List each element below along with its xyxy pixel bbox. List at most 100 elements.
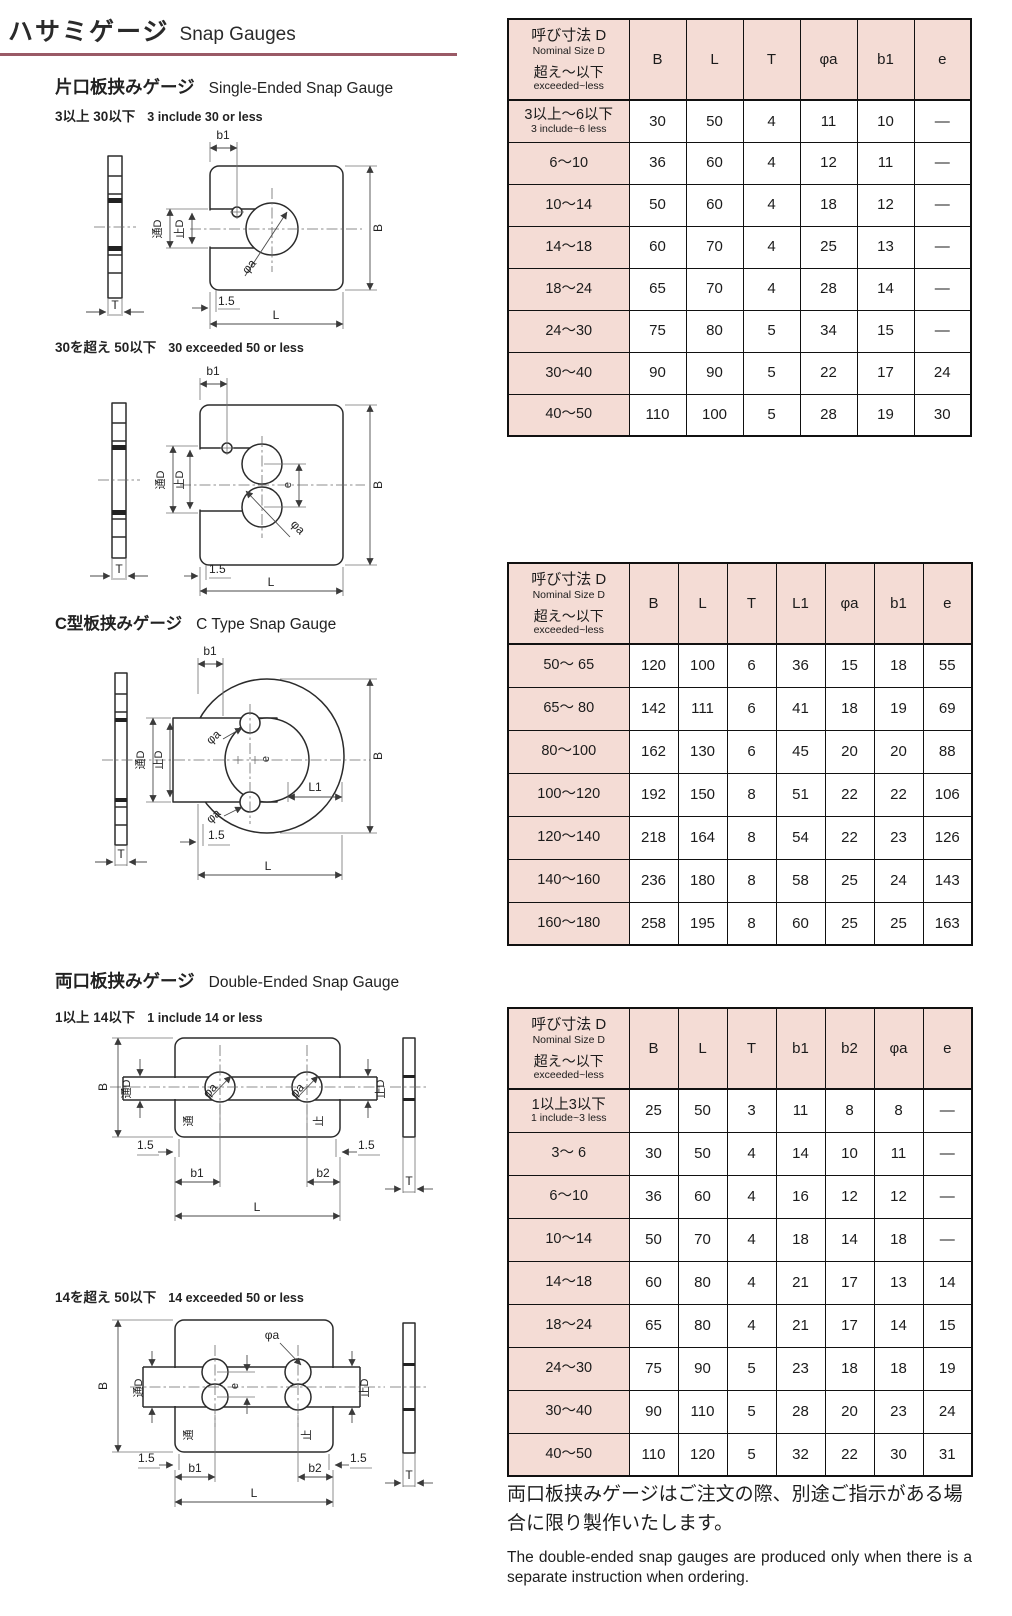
value-cell: — — [922, 1217, 973, 1262]
value-cell: 150 — [677, 772, 728, 817]
value-cell: 163 — [922, 901, 973, 946]
drawing-double-ended-1-14: φa φa B 通D 止D 1.5 1.5 通 止 b1 b2 L T — [96, 1037, 433, 1221]
column-header: T — [726, 1007, 777, 1090]
column-header: φa — [873, 1007, 924, 1090]
caption-14-50-jp: 14を超え 50以下 — [55, 1290, 157, 1305]
dim-label-T: T — [405, 1468, 413, 1482]
value-cell: 60 — [628, 1260, 679, 1305]
value-cell: 88 — [922, 729, 973, 774]
dim-label-pass-d: 通D — [134, 750, 147, 769]
column-header: e — [913, 18, 972, 101]
column-header: b1 — [775, 1007, 826, 1090]
value-cell: 4 — [742, 267, 801, 311]
value-cell: 28 — [775, 1389, 826, 1434]
value-cell: 28 — [799, 393, 858, 437]
value-cell: 8 — [824, 1088, 875, 1133]
value-cell: 3 — [726, 1088, 777, 1133]
heading-double-ended: 両口板挟みゲージ Double-Ended Snap Gauge — [55, 968, 399, 993]
value-cell: 5 — [726, 1346, 777, 1391]
value-cell: 21 — [775, 1260, 826, 1305]
value-cell: 14 — [856, 267, 915, 311]
value-cell: 22 — [824, 772, 875, 817]
title-rule — [0, 53, 457, 56]
dim-label-stop-d: 止D — [173, 470, 186, 489]
row-label: 100〜120 — [507, 772, 630, 817]
value-cell: 120 — [628, 643, 679, 688]
value-cell: 18 — [824, 1346, 875, 1391]
value-cell: 4 — [742, 141, 801, 185]
dim-label-L1: L1 — [308, 780, 322, 794]
value-cell: 14 — [922, 1260, 973, 1305]
dim-label-gap: 1.5 — [350, 1451, 367, 1465]
column-header: e — [922, 1007, 973, 1090]
row-label: 65〜 80 — [507, 686, 630, 731]
value-cell: 30 — [913, 393, 972, 437]
value-cell: 28 — [799, 267, 858, 311]
value-cell: 55 — [922, 643, 973, 688]
column-header: L1 — [775, 562, 826, 645]
dim-label-pass: 通 — [182, 1430, 195, 1441]
dim-label-B: B — [96, 1382, 110, 1390]
dim-label-L: L — [265, 859, 272, 873]
value-cell: 15 — [824, 643, 875, 688]
row-label: 24〜30 — [507, 1346, 630, 1391]
heading-double-ended-jp: 両口板挟みゲージ — [55, 971, 195, 991]
dim-label-b1: b1 — [190, 1166, 204, 1180]
value-cell: 8 — [726, 815, 777, 860]
value-cell: 5 — [726, 1432, 777, 1477]
value-cell: 70 — [685, 267, 744, 311]
value-cell: — — [922, 1131, 973, 1176]
value-cell: 11 — [873, 1131, 924, 1176]
value-cell: 10 — [856, 99, 915, 143]
column-header: b1 — [873, 562, 924, 645]
value-cell: 4 — [726, 1303, 777, 1348]
value-cell: 25 — [824, 858, 875, 903]
value-cell: 18 — [799, 183, 858, 227]
dim-label-L: L — [251, 1486, 258, 1500]
value-cell: 36 — [775, 643, 826, 688]
row-label: 6〜10 — [507, 141, 630, 185]
value-cell: 15 — [856, 309, 915, 353]
dim-label-b2: b2 — [308, 1461, 322, 1475]
value-cell: 75 — [628, 1346, 679, 1391]
value-cell: 75 — [628, 309, 687, 353]
dim-label-L: L — [273, 308, 280, 322]
value-cell: 90 — [628, 351, 687, 395]
value-cell: 41 — [775, 686, 826, 731]
value-cell: 23 — [873, 1389, 924, 1434]
value-cell: 32 — [775, 1432, 826, 1477]
value-cell: 20 — [824, 729, 875, 774]
value-cell: — — [913, 267, 972, 311]
value-cell: 24 — [873, 858, 924, 903]
row-label: 24〜30 — [507, 309, 630, 353]
value-cell: 111 — [677, 686, 728, 731]
value-cell: 25 — [628, 1088, 679, 1133]
row-label: 120〜140 — [507, 815, 630, 860]
value-cell: 20 — [824, 1389, 875, 1434]
value-cell: 4 — [726, 1174, 777, 1219]
heading-double-ended-en: Double-Ended Snap Gauge — [208, 974, 400, 991]
value-cell: 13 — [856, 225, 915, 269]
caption-14-50-en: 14 exceeded 50 or less — [168, 1291, 304, 1305]
value-cell: 100 — [677, 643, 728, 688]
value-cell: 162 — [628, 729, 679, 774]
value-cell: 80 — [677, 1303, 728, 1348]
value-cell: 65 — [628, 267, 687, 311]
value-cell: 50 — [685, 99, 744, 143]
value-cell: 90 — [685, 351, 744, 395]
value-cell: — — [913, 141, 972, 185]
row-label: 6〜10 — [507, 1174, 630, 1219]
dim-label-gap: 1.5 — [218, 294, 235, 308]
value-cell: 12 — [873, 1174, 924, 1219]
value-cell: 19 — [873, 686, 924, 731]
value-cell: 106 — [922, 772, 973, 817]
